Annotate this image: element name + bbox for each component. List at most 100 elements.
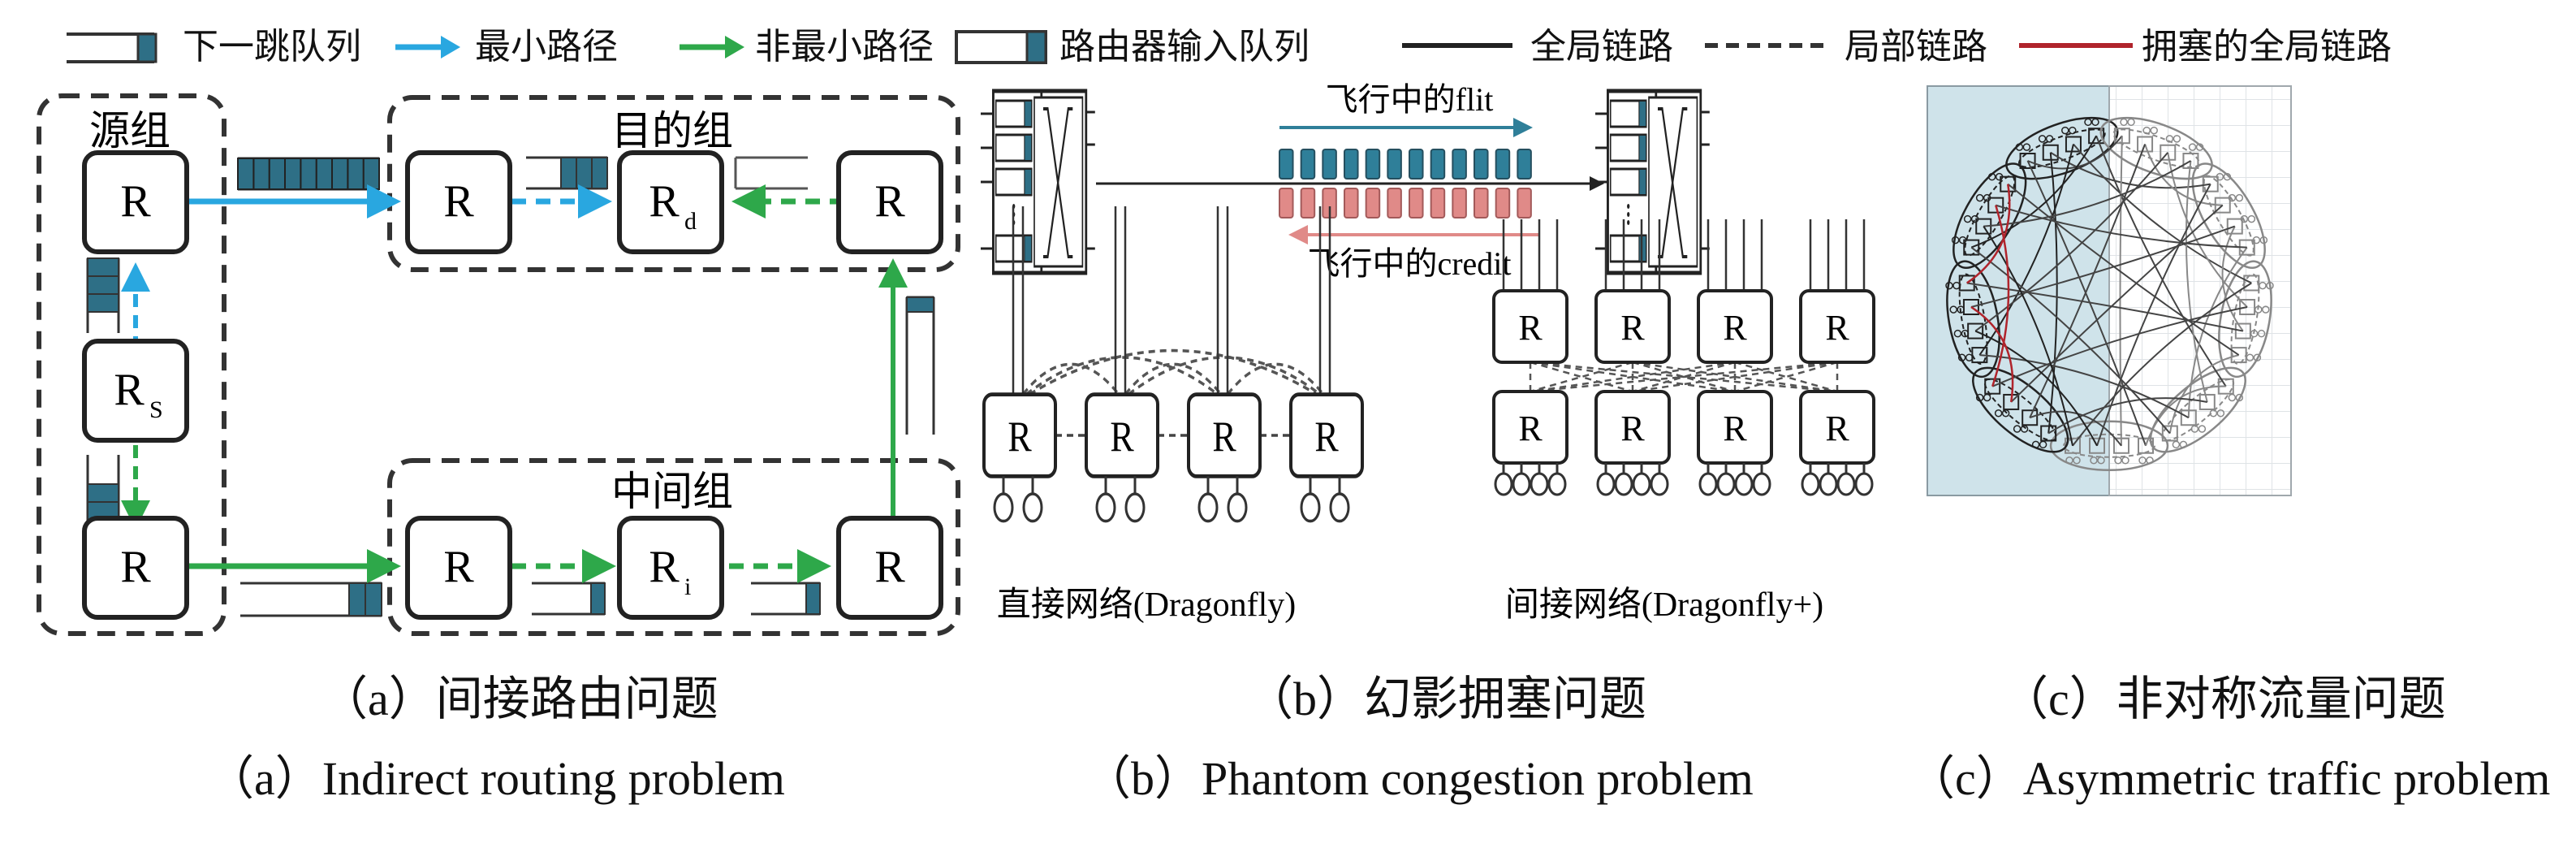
intermediate-group-label: 中间组 xyxy=(611,469,733,514)
global-link xyxy=(2145,385,2226,447)
router-node xyxy=(2019,153,2036,170)
ri-to-inter-right-queue xyxy=(751,582,821,616)
flit xyxy=(1387,149,1402,180)
flit xyxy=(1495,149,1511,180)
terminal-node xyxy=(1022,492,1043,523)
router-node xyxy=(2226,218,2243,235)
router-box xyxy=(1697,289,1773,364)
global-link-line-icon xyxy=(1402,43,1512,48)
destination-group-box xyxy=(387,95,960,272)
router-node xyxy=(2065,136,2082,153)
router-dest-left: R xyxy=(405,150,512,254)
terminal-node xyxy=(1614,472,1633,496)
inter-left-to-ri-queue xyxy=(532,582,606,616)
terminal-node xyxy=(1227,492,1248,523)
terminal-node xyxy=(1819,472,1838,496)
terminal-node xyxy=(1530,472,1549,496)
global-link xyxy=(2095,135,2227,387)
direct-network-label: 直接网络(Dragonfly) xyxy=(997,586,1297,624)
router-node xyxy=(2137,136,2154,153)
flit xyxy=(1474,149,1489,180)
router-group xyxy=(2099,116,2213,180)
terminal-node xyxy=(1632,472,1651,496)
router-label: R xyxy=(120,542,151,592)
receiver-router-switch xyxy=(1595,89,1710,275)
global-link xyxy=(2007,183,2240,356)
global-link xyxy=(1991,306,2248,387)
terminal-node xyxy=(1596,472,1616,496)
credit xyxy=(1365,188,1381,218)
router-node xyxy=(2161,425,2178,442)
global-link xyxy=(1966,282,2244,332)
flit xyxy=(1344,149,1359,180)
terminal-node xyxy=(1854,472,1874,496)
router-source-top: R xyxy=(82,150,189,254)
router-label: R xyxy=(1723,308,1747,348)
router-box xyxy=(1085,392,1159,478)
router-node xyxy=(1958,275,1975,292)
caption-b-cn: （b）幻影拥塞问题 xyxy=(1246,673,1647,725)
terminal-node xyxy=(1698,472,1718,496)
legend-label-next-hop-queue: 下一跳队列 xyxy=(183,26,361,67)
destination-group-label: 目的组 xyxy=(611,108,733,154)
router-node xyxy=(1967,322,1984,340)
global-link xyxy=(2029,144,2146,418)
router-node xyxy=(2088,128,2105,145)
legend-label-minimal-path: 最小路径 xyxy=(475,26,618,67)
router-inter-left: R xyxy=(405,516,512,620)
caption-b-en: （b）Phantom congestion problem xyxy=(1084,752,1754,805)
router-label: R xyxy=(443,542,474,592)
router-source-bottom: R xyxy=(82,516,189,620)
credit xyxy=(1517,188,1532,218)
router-label: R xyxy=(1518,409,1543,448)
global-link xyxy=(1995,204,2247,249)
global-link xyxy=(2187,246,2248,418)
router-label: R xyxy=(120,176,151,227)
flit xyxy=(1452,149,1467,180)
router-node xyxy=(1984,378,2001,395)
router-node xyxy=(2239,299,2256,316)
router-subscript: d xyxy=(684,208,697,235)
global-link xyxy=(2168,354,2239,434)
queue-cell xyxy=(362,158,380,190)
legend-label-non-minimal-path: 非最小路径 xyxy=(755,26,934,67)
source-group-box xyxy=(37,93,227,636)
caption-a-en: （a）Indirect routing problem xyxy=(207,752,785,805)
global-minimal-queue xyxy=(237,157,380,191)
terminal-node xyxy=(1512,472,1531,496)
flit xyxy=(1322,149,1337,180)
router-label: R xyxy=(649,542,680,592)
router-label: R xyxy=(1620,409,1645,448)
terminal-node xyxy=(993,492,1014,523)
global-link xyxy=(1979,354,2190,419)
router-label: R xyxy=(1723,409,1747,448)
minimal-path-arrow-icon xyxy=(395,36,460,58)
terminal-node xyxy=(1095,492,1116,523)
router-box xyxy=(1187,392,1262,478)
flit xyxy=(1279,149,1294,180)
global-link xyxy=(1974,330,2098,447)
router-box xyxy=(1492,390,1568,465)
credit xyxy=(1452,188,1467,218)
next-hop-queue-icon xyxy=(67,32,157,63)
credit xyxy=(1344,188,1359,218)
legend-label-congested-global-link: 拥塞的全局链路 xyxy=(2142,26,2392,67)
router-node xyxy=(2160,144,2177,161)
non-minimal-path-arrow-icon xyxy=(680,36,744,58)
global-link xyxy=(2010,204,2224,403)
router-box xyxy=(1594,390,1671,465)
credit-in-flight-label: 飞行中的credit xyxy=(1307,245,1511,282)
global-link xyxy=(1983,226,2073,446)
flit xyxy=(1300,149,1316,180)
router-box xyxy=(1492,289,1568,364)
source-group-label: 源组 xyxy=(89,108,170,154)
terminal-node xyxy=(1124,492,1146,523)
credit xyxy=(1474,188,1489,218)
global-link xyxy=(2073,143,2252,284)
congested-global-link xyxy=(1970,305,2014,403)
router-node xyxy=(2230,347,2247,364)
router-box xyxy=(1697,390,1773,465)
global-link xyxy=(2144,144,2223,206)
global-link xyxy=(2221,226,2244,332)
